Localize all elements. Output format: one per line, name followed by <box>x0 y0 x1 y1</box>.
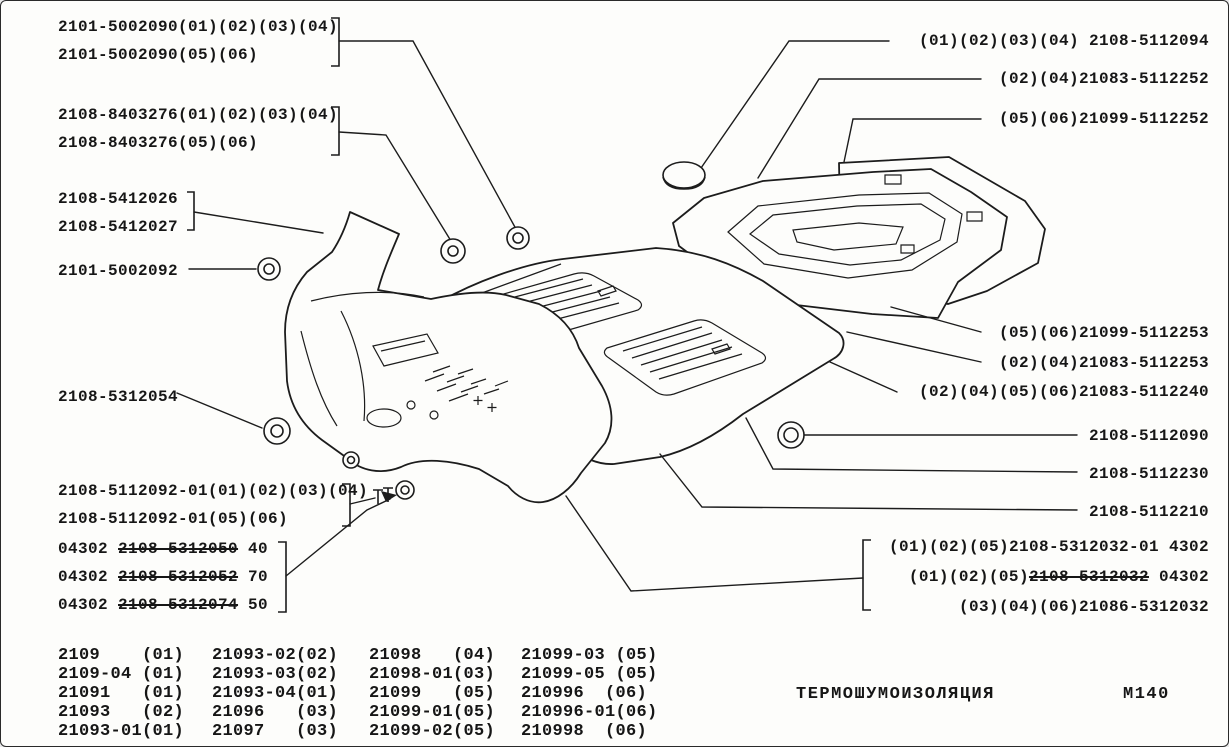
model-entry: 21099-05 (05) <box>521 665 658 684</box>
part-label: (05)(06)21099-5112253 <box>998 324 1209 342</box>
model-entry: 21091 (01) <box>58 684 185 703</box>
plug-round-icon <box>440 238 466 264</box>
plug-small-icon <box>395 480 415 500</box>
part-label: 2108-5112090 <box>1088 427 1209 445</box>
part-suffix: 04302 <box>1148 568 1209 586</box>
part-label: (02)(04)21083-5112252 <box>998 70 1209 88</box>
part-label: 2101-5002090(05)(06) <box>58 46 259 64</box>
insulation-panel-front <box>284 211 613 504</box>
model-entry: 210996-01(06) <box>521 703 658 722</box>
page-code: М140 <box>1123 685 1170 704</box>
model-entry: 210996 (06) <box>521 684 648 703</box>
model-entry: 21093-04(01) <box>212 684 339 703</box>
superseded-part-row: 04302 2108-5312074 50 <box>58 595 268 615</box>
part-label: (02)(04)21083-5112253 <box>998 354 1209 372</box>
part-label: (05)(06)21099-5112252 <box>998 110 1209 128</box>
model-entry: 21098 (04) <box>369 646 496 665</box>
part-prefix: (01)(02)(05) <box>908 568 1029 586</box>
leader-lines <box>176 40 1078 592</box>
struck-part-number: 2108-5312052 <box>118 568 239 586</box>
model-entry: 21099-03 (05) <box>521 646 658 665</box>
part-prefix: (01)(02)(05)2108-5312032-01 4302 <box>888 538 1209 556</box>
model-entry: 21099-01(05) <box>369 703 496 722</box>
struck-part-number: 2108-5312074 <box>118 596 239 614</box>
part-prefix: 04302 <box>58 596 119 614</box>
rear-panel-channels <box>727 174 983 279</box>
model-entry: 21098-01(03) <box>369 665 496 684</box>
part-suffix: 40 <box>238 540 269 558</box>
part-label: 2108-8403276(05)(06) <box>58 134 259 152</box>
part-label: 2108-8403276(01)(02)(03)(04) <box>58 106 339 124</box>
plug-small-icon <box>342 451 360 469</box>
group-brackets <box>187 17 871 613</box>
part-prefix: 04302 <box>58 568 119 586</box>
superseded-part-row: (03)(04)(06)21086-5312032 <box>959 597 1209 617</box>
part-label: 2101-5002092 <box>58 262 179 280</box>
model-entry: 21096 (03) <box>212 703 339 722</box>
part-label: (02)(04)(05)(06)21083-5112240 <box>918 383 1209 401</box>
model-entry: 21099 (05) <box>369 684 496 703</box>
model-entry: 2109 (01) <box>58 646 185 665</box>
plug-round-icon <box>506 226 530 250</box>
superseded-part-row: (01)(02)(05)2108-5312032-01 4302 <box>889 537 1209 557</box>
part-label: 2108-5112210 <box>1088 503 1209 521</box>
struck-part-number: 2108-5312032 <box>1028 568 1149 586</box>
model-entry: 21093 (02) <box>58 703 185 722</box>
part-prefix: 04302 <box>58 540 119 558</box>
part-label: (01)(02)(03)(04) 2108-5112094 <box>918 32 1209 50</box>
superseded-part-row: 04302 2108-5312052 70 <box>58 567 268 587</box>
plug-oval-icon <box>662 161 706 190</box>
model-entry: 210998 (06) <box>521 722 648 741</box>
grommet-icon <box>777 421 805 449</box>
superseded-part-row: 04302 2108-5312050 40 <box>58 539 268 559</box>
model-entry: 21099-02(05) <box>369 722 496 741</box>
part-label: 2108-5112230 <box>1088 465 1209 483</box>
model-entry: 21093-03(02) <box>212 665 339 684</box>
model-entry: 21093-01(01) <box>58 722 185 741</box>
grommet-icon <box>257 257 281 281</box>
part-label: 2108-5412026 <box>58 190 179 208</box>
part-label: 2108-5112092-01(01)(02)(03)(04) <box>58 482 369 500</box>
superseded-part-row: (01)(02)(05)2108-5312032 04302 <box>909 567 1209 587</box>
grommet-icon <box>263 417 291 445</box>
part-label: 2108-5312054 <box>58 388 179 406</box>
model-entry: 21093-02(02) <box>212 646 339 665</box>
model-entry: 21097 (03) <box>212 722 339 741</box>
page-title: ТЕРМОШУМОИЗОЛЯЦИЯ <box>796 685 995 704</box>
part-label: 2108-5412027 <box>58 218 179 236</box>
struck-part-number: 2108-5312050 <box>118 540 239 558</box>
insulation-panel-details <box>300 291 509 428</box>
model-entry: 2109-04 (01) <box>58 665 185 684</box>
part-label: 2101-5002090(01)(02)(03)(04) <box>58 18 339 36</box>
part-suffix: 50 <box>238 596 269 614</box>
arrowhead <box>381 491 397 502</box>
part-prefix: (03)(04)(06)21086-5312032 <box>958 598 1209 616</box>
part-suffix: 70 <box>238 568 269 586</box>
part-label: 2108-5112092-01(05)(06) <box>58 510 289 528</box>
